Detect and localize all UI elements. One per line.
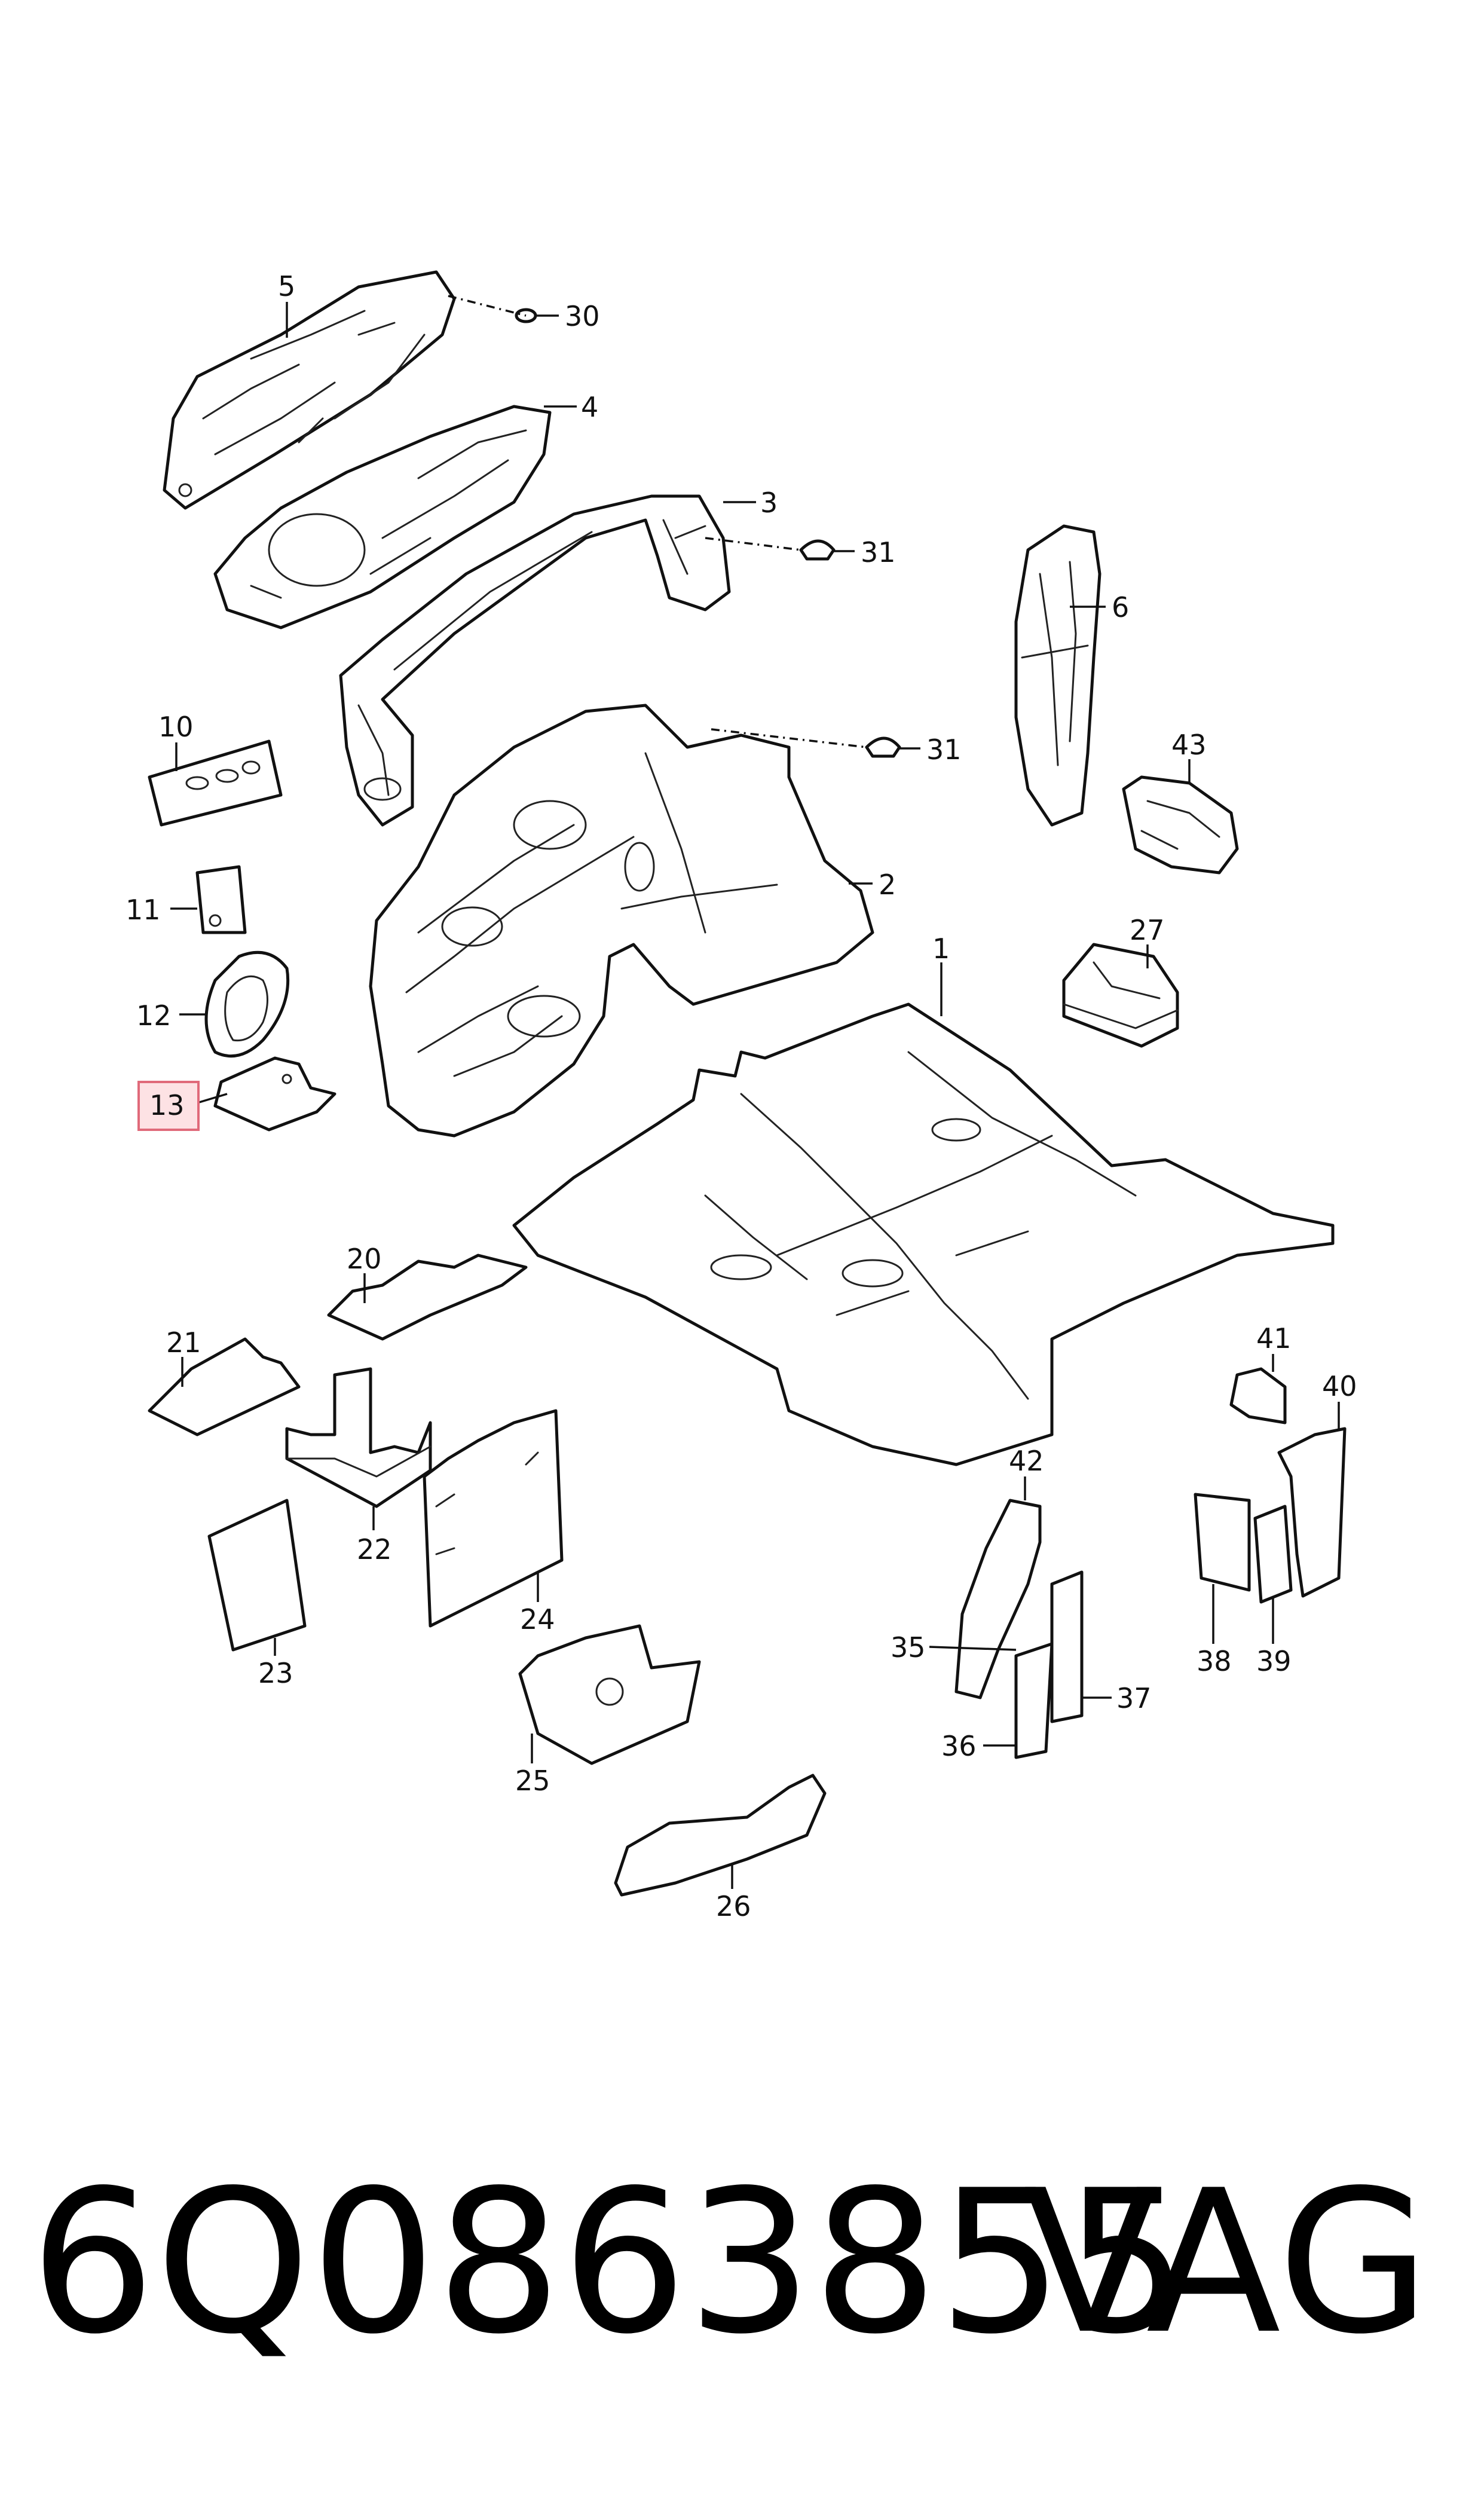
part-21-strip[interactable] — [148, 1337, 301, 1436]
part-11-pad[interactable] — [195, 865, 247, 934]
callout-35[interactable]: 35 — [891, 1631, 926, 1664]
part-38-panel[interactable] — [1194, 1493, 1251, 1592]
callout-23[interactable]: 23 — [258, 1657, 293, 1689]
callout-25[interactable]: 25 — [515, 1765, 550, 1797]
part-24-panel[interactable] — [423, 1409, 564, 1628]
callout-27[interactable]: 27 — [1130, 914, 1165, 946]
callout-39[interactable]: 39 — [1256, 1645, 1292, 1677]
part-36-panel[interactable] — [1014, 1642, 1054, 1759]
callout-40[interactable]: 40 — [1322, 1370, 1357, 1402]
part-39-panel[interactable] — [1253, 1505, 1293, 1604]
part-20-strip[interactable] — [327, 1254, 528, 1341]
part-25-shield[interactable] — [518, 1624, 701, 1765]
callout-13-highlight — [137, 1081, 200, 1131]
callout-11[interactable]: 11 — [126, 894, 161, 926]
part-4-dash-insulation[interactable] — [213, 405, 552, 629]
fastener-31-lower[interactable] — [865, 736, 901, 758]
callout-37[interactable]: 37 — [1116, 1682, 1152, 1714]
part-5-upper-insulation[interactable] — [163, 270, 456, 510]
callout-21[interactable]: 21 — [166, 1326, 201, 1359]
part-43-bracket[interactable] — [1122, 775, 1239, 875]
part-10-pad[interactable] — [148, 739, 283, 827]
part-41-clip[interactable] — [1229, 1367, 1287, 1424]
callout-1[interactable]: 1 — [932, 933, 950, 965]
fastener-31-upper[interactable] — [799, 539, 836, 561]
callout-36[interactable]: 36 — [941, 1730, 977, 1762]
brand-name: VAG — [1023, 2148, 1430, 2377]
part-40-trim[interactable] — [1277, 1427, 1347, 1598]
callout-30[interactable]: 30 — [565, 300, 600, 332]
callout-43[interactable]: 43 — [1171, 729, 1207, 761]
part-26-strip[interactable] — [614, 1774, 827, 1897]
callout-5[interactable]: 5 — [278, 270, 295, 302]
part-37-panel[interactable] — [1050, 1570, 1084, 1723]
callout-20[interactable]: 20 — [347, 1243, 382, 1275]
callout-2[interactable]: 2 — [879, 869, 896, 901]
footer: 6Q0863855 VAG — [0, 2164, 1484, 2415]
callout-26[interactable]: 26 — [716, 1890, 751, 1922]
part-12-grommet[interactable] — [204, 950, 290, 1058]
callout-22[interactable]: 22 — [357, 1533, 392, 1566]
callout-labels: 5 30 4 3 31 6 31 43 2 27 1 10 11 12 13 2… — [126, 270, 1357, 1922]
part-number: 6Q0863855 — [30, 2148, 1189, 2377]
part-22-bracket[interactable] — [285, 1367, 432, 1508]
callout-10[interactable]: 10 — [158, 711, 194, 743]
callout-31-lower[interactable]: 31 — [926, 733, 962, 766]
callout-38[interactable]: 38 — [1197, 1645, 1232, 1677]
part-1-floor-carpet[interactable] — [512, 1002, 1335, 1466]
part-3-cross-member[interactable] — [339, 494, 731, 827]
callout-12[interactable]: 12 — [136, 999, 172, 1032]
part-23-panel[interactable] — [207, 1499, 307, 1652]
part-2-firewall-insulation[interactable] — [369, 704, 874, 1138]
callout-42[interactable]: 42 — [1009, 1445, 1044, 1477]
part-6-pillar-trim[interactable] — [1014, 524, 1101, 827]
callout-31-upper[interactable]: 31 — [861, 536, 896, 568]
leader-lines — [170, 295, 1340, 1889]
part-27-block[interactable] — [1062, 943, 1179, 1048]
callout-13[interactable]: 13 — [149, 1089, 185, 1121]
part-13-pad[interactable] — [213, 1056, 336, 1132]
callout-6[interactable]: 6 — [1112, 591, 1129, 623]
callout-3[interactable]: 3 — [760, 487, 778, 519]
callout-4[interactable]: 4 — [581, 391, 598, 423]
callout-24[interactable]: 24 — [520, 1603, 555, 1635]
parts-exploded-diagram: 5 30 4 3 31 6 31 43 2 27 1 10 11 12 13 2… — [126, 270, 1357, 1922]
callout-41[interactable]: 41 — [1256, 1322, 1292, 1355]
